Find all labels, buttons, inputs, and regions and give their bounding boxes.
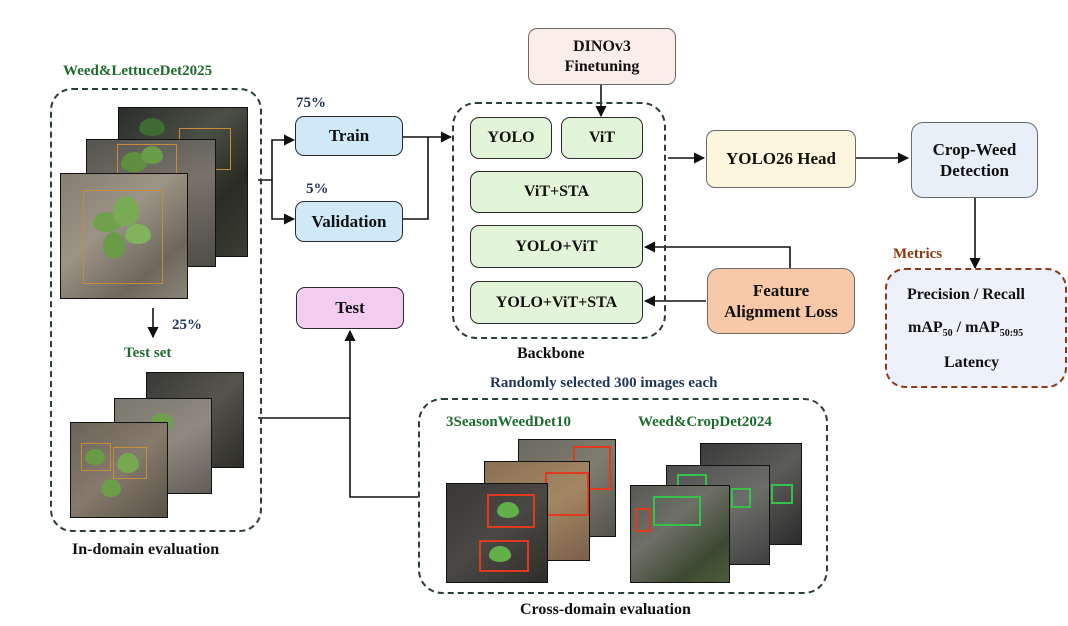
- in-domain-image-stack: [58, 105, 258, 300]
- backbone-item-yolo-vit-sta: YOLO+ViT+STA: [470, 281, 643, 324]
- metric-map-a-sub: 50: [942, 328, 953, 340]
- yolo26-head-box: YOLO26 Head: [706, 130, 856, 188]
- crop-weed-detection-box: Crop-Weed Detection: [911, 122, 1038, 198]
- field-image: [630, 485, 730, 583]
- val-pct-label: 5%: [306, 181, 329, 197]
- backbone-caption: Backbone: [517, 345, 585, 362]
- fal-arrow: [643, 241, 791, 268]
- metric-latency: Latency: [944, 354, 1000, 371]
- cross-dataset-2-title: Weed&CropDet2024: [638, 414, 772, 430]
- in-domain-region: [50, 88, 262, 532]
- metric-map-sep: / mAP: [952, 319, 1000, 336]
- cross-dataset-1-title: 3SeasonWeedDet10: [446, 414, 571, 430]
- field-image: [60, 173, 188, 299]
- metrics-title: Metrics: [893, 246, 943, 262]
- backbone-item-vit: ViT: [561, 117, 643, 159]
- test-box: Test: [296, 287, 404, 329]
- random-selection-label: Randomly selected 300 images each: [490, 375, 718, 391]
- merge-line: [403, 137, 429, 220]
- field-image: [70, 422, 168, 518]
- field-image: [446, 483, 548, 583]
- cross-domain-caption: Cross-domain evaluation: [520, 601, 691, 618]
- in-domain-dataset-title: Weed&LettuceDet2025: [63, 63, 213, 79]
- metrics-box: [885, 268, 1067, 388]
- feature-alignment-loss-box: Feature Alignment Loss: [707, 268, 855, 334]
- test-pct-label: 25%: [172, 317, 202, 333]
- dino-finetuning-box: DINOv3 Finetuning: [528, 28, 676, 85]
- cross-test-line: [349, 418, 418, 498]
- cross-dataset-2-image-stack: [626, 437, 806, 585]
- test-set-image-stack: [66, 370, 248, 520]
- train-box: Train: [295, 116, 403, 156]
- metric-map: mAP50 / mAP50:95: [908, 320, 1023, 339]
- cross-domain-region: [418, 398, 828, 594]
- backbone-region: [452, 102, 666, 339]
- cross-dataset-1-image-stack: [444, 437, 620, 585]
- metric-map-b-sub: 50:95: [999, 328, 1024, 340]
- test-set-title: Test set: [124, 345, 172, 361]
- train-pct-label: 75%: [296, 95, 326, 111]
- validation-box: Validation: [295, 201, 403, 242]
- metric-map-a: mAP: [908, 319, 943, 336]
- in-domain-caption: In-domain evaluation: [72, 541, 220, 558]
- backbone-item-yolo-vit: YOLO+ViT: [470, 225, 643, 268]
- split-line: [271, 180, 294, 220]
- backbone-item-yolo: YOLO: [470, 117, 552, 159]
- metric-precision-recall: Precision / Recall: [907, 286, 1025, 303]
- backbone-item-vit-sta: ViT+STA: [470, 171, 643, 213]
- split-line: [258, 134, 296, 181]
